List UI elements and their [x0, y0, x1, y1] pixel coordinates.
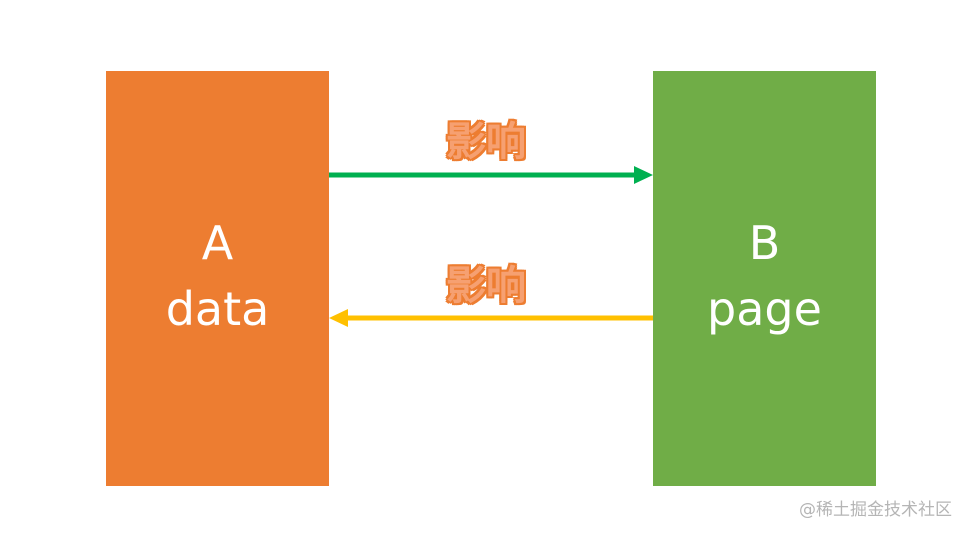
watermark: @稀土掘金技术社区: [799, 500, 952, 520]
box-b-page: B page: [653, 71, 876, 486]
forward-arrow-label: 影响: [446, 119, 526, 165]
backward-arrow-label: 影响: [446, 263, 526, 309]
box-a-data: A data: [106, 71, 329, 486]
box-b-letter: B: [748, 215, 781, 270]
box-b-word: page: [707, 281, 822, 336]
forward-arrow: [329, 166, 653, 184]
box-a-letter: A: [201, 215, 234, 270]
box-a-word: data: [165, 281, 270, 336]
backward-arrow: [329, 309, 653, 327]
